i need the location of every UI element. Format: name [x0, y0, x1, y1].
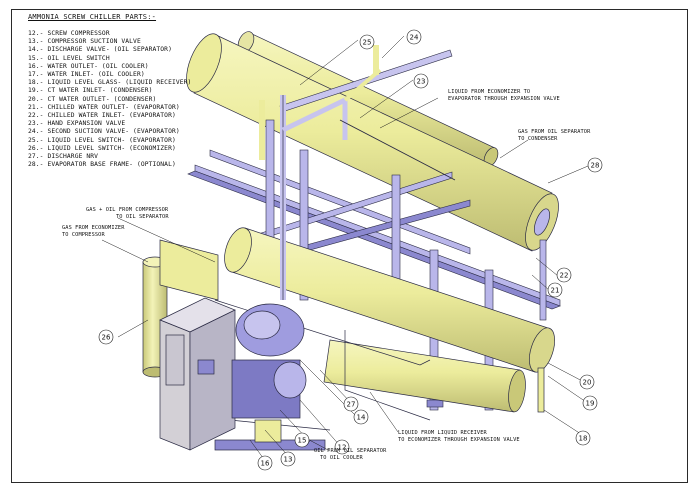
part-item: 24.- SECOND SUCTION VALVE- (EVAPORATOR)	[28, 128, 180, 136]
callout-20: 20	[583, 379, 592, 387]
parts-title: AMMONIA SCREW CHILLER PARTS:-	[28, 13, 157, 21]
callout-16-17: 16	[261, 460, 270, 468]
callout-27: 27	[347, 401, 356, 409]
callout-numbers: 25 24 23 28 22 21 20 19 18 27 14 12 15 1…	[102, 34, 600, 468]
screw-compressor	[214, 303, 326, 451]
part-item: 23.- HAND EXPANSION VALVE	[28, 120, 126, 128]
callout-circles	[98, 29, 603, 471]
control-panel	[159, 297, 236, 451]
part-item: 16.- WATER OUTLET- (OIL COOLER)	[28, 62, 149, 70]
part-item: 20.- CT WATER OUTLET- (CONDENSER)	[28, 95, 157, 103]
callout-22: 22	[560, 272, 569, 280]
liquid-receiver	[323, 339, 545, 413]
callout-26: 26	[102, 334, 111, 342]
part-item: 13.- COMPRESSOR SUCTION VALVE	[28, 38, 141, 46]
callout-12: 12	[338, 444, 347, 452]
callout-23: 23	[417, 78, 426, 86]
note-oil-from-oil-separator: OIL FROM OIL SEPARATOR TO OIL COOLER	[314, 448, 387, 461]
pipework	[214, 45, 456, 431]
callout-25-top: 25	[363, 39, 372, 47]
part-item: 22.- CHILLED WATER INLET- (EVAPORATOR)	[28, 112, 176, 120]
note-gas-from-economizer: GAS FROM ECONOMIZER TO COMPRESSOR	[62, 225, 125, 238]
note-liquid-from-economizer: LIQUID FROM ECONOMIZER TO EVAPORATOR THR…	[448, 89, 560, 102]
leader-lines	[101, 35, 590, 463]
part-item: 27.- DISCHARGE NRV	[28, 153, 99, 161]
part-item: 26.- LIQUID LEVEL SWITCH- (ECONOMIZER)	[28, 144, 176, 152]
callout-18: 18	[579, 435, 588, 443]
callout-15: 15	[298, 437, 307, 445]
note-liquid-from-receiver: LIQUID FROM LIQUID RECEIVER TO ECONOMIZE…	[398, 430, 520, 443]
callout-21: 21	[551, 287, 560, 295]
part-item: 17.- WATER INLET- (OIL COOLER)	[28, 71, 145, 79]
part-item: 15.- OIL LEVEL SWITCH	[28, 54, 110, 62]
parts-list: 12.- SCREW COMPRESSOR 13.- COMPRESSOR SU…	[28, 30, 191, 169]
callout-28: 28	[591, 162, 600, 170]
part-item: 19.- CT WATER INLET- (CONDENSER)	[28, 87, 153, 95]
steel-frame	[187, 49, 561, 411]
part-item: 14.- DISCHARGE VALVE- (OIL SEPARATOR)	[28, 46, 172, 54]
callout-19: 19	[586, 400, 595, 408]
drawing-border	[11, 9, 688, 483]
callout-24: 24	[410, 34, 419, 42]
part-item: 12.- SCREW COMPRESSOR	[28, 30, 110, 37]
part-item: 25.- LIQUID LEVEL SWITCH- (EVAPORATOR)	[28, 136, 176, 144]
evaporator-vessel	[224, 227, 555, 373]
callout-14: 14	[357, 414, 366, 422]
callout-13: 13	[284, 456, 293, 464]
part-item: 28.- EVAPORATOR BASE FRAME- (OPTIONAL)	[28, 161, 176, 169]
condenser-vessel	[186, 33, 559, 252]
note-gas-oil-from-compressor: GAS + OIL FROM COMPRESSOR TO OIL SEPARAT…	[86, 207, 169, 220]
note-gas-from-oil-separator: GAS FROM OIL SEPARATOR TO CONDENSER	[518, 129, 591, 142]
part-item: 18.- LIQUID LEVEL GLASS- (LIQUID RECEIVE…	[28, 79, 192, 87]
part-item: 21.- CHILLED WATER OUTLET- (EVAPORATOR)	[28, 103, 180, 111]
